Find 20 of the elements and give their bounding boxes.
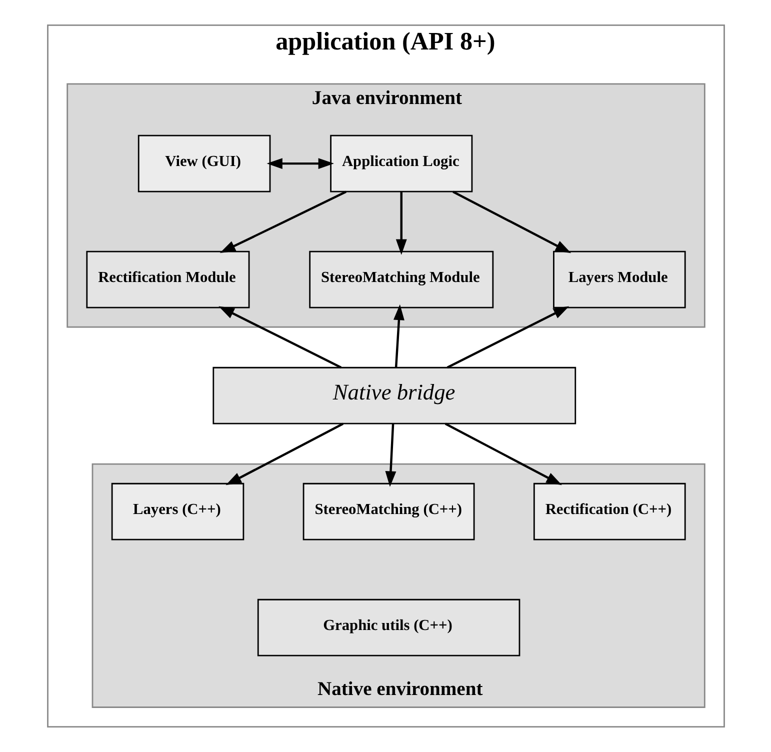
node-box: Rectification (C++) — [532, 482, 686, 540]
node-box: Layers Module — [552, 250, 686, 308]
node-box: StereoMatching Module — [308, 250, 494, 308]
arrow — [384, 424, 396, 487]
arrow — [392, 304, 404, 368]
node-box: Layers (C++) — [110, 482, 244, 540]
arrow — [395, 192, 406, 255]
arrow — [266, 158, 334, 170]
arrow — [446, 306, 569, 369]
node-box: Native bridge — [212, 366, 576, 424]
arrow — [452, 190, 571, 254]
arrow — [225, 422, 344, 486]
arrow — [219, 190, 346, 253]
node-box: Graphic utils (C++) — [256, 598, 520, 656]
node-box: Rectification Module — [86, 250, 250, 308]
node-box: View (GUI) — [137, 134, 270, 192]
arrow — [218, 306, 342, 369]
node-box: StereoMatching (C++) — [302, 482, 474, 540]
node-box: Application Logic — [330, 134, 472, 192]
arrow — [444, 422, 562, 486]
